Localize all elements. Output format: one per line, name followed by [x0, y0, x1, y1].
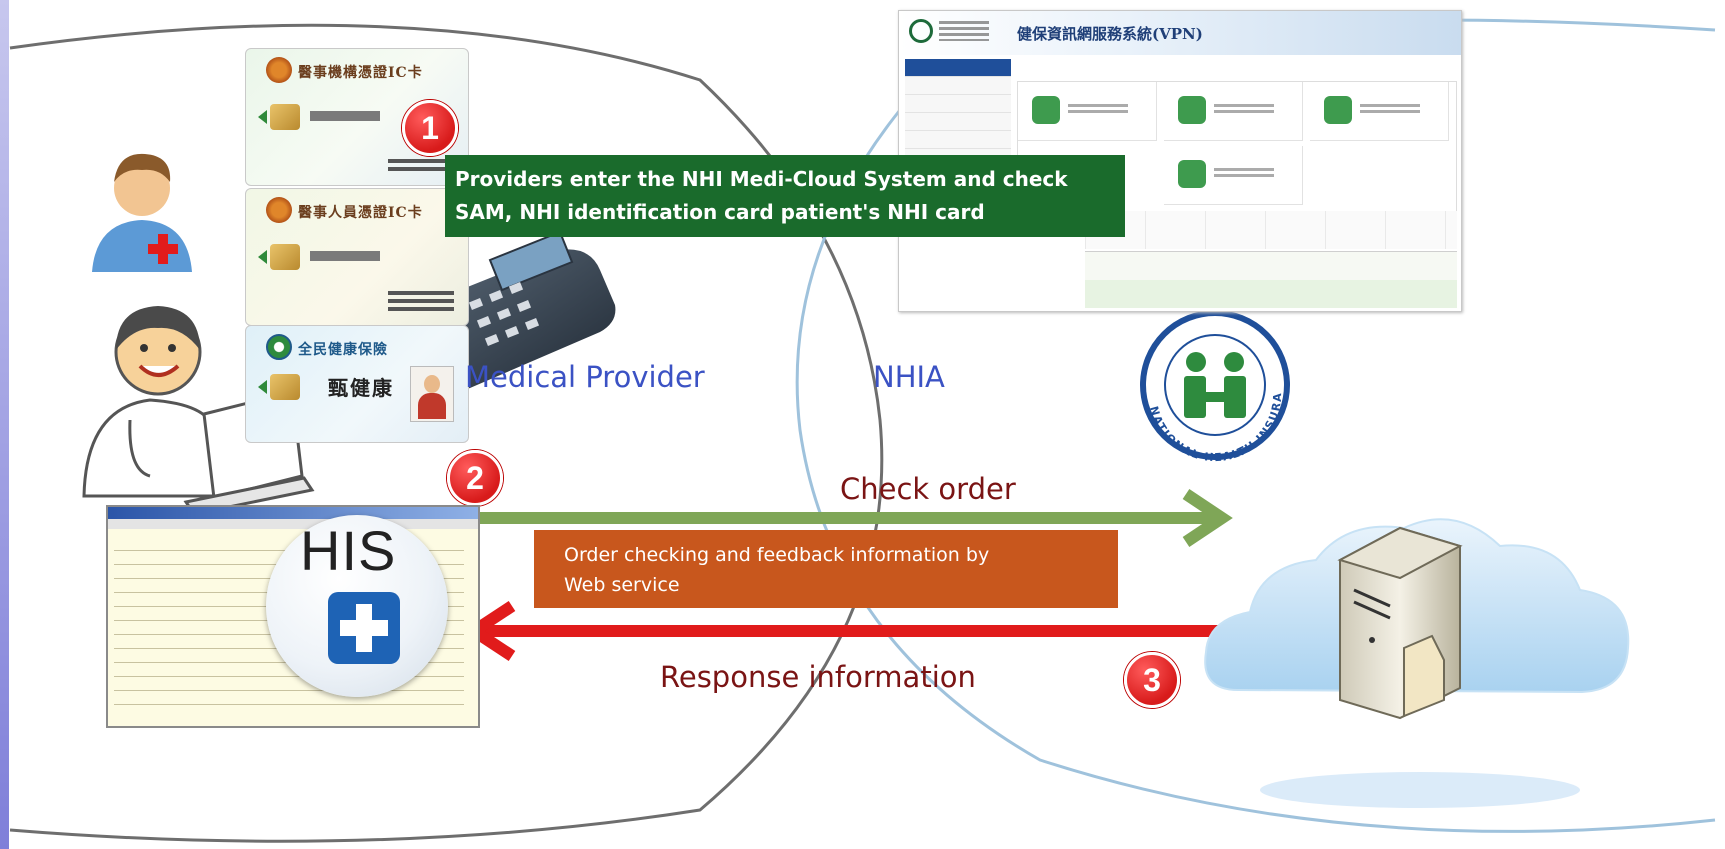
- step-3-badge: 3: [1124, 652, 1180, 708]
- check-order-label: Check order: [840, 472, 1016, 506]
- his-titlebar: [108, 507, 478, 519]
- nhi-system-org-name: [939, 21, 989, 41]
- feedback-text-line-2: Web service: [564, 574, 680, 596]
- card-chip-icon: [258, 244, 300, 270]
- nhia-label: NHIA: [873, 360, 945, 394]
- check-order-arrow: [465, 489, 1233, 547]
- card-seal-icon: [266, 197, 292, 223]
- nhi-card-holder-name: 甄健康: [328, 376, 394, 400]
- nhi-system-logo-icon: [909, 19, 933, 43]
- his-menubar: [108, 519, 478, 529]
- nhi-card-logo-icon: [266, 334, 292, 360]
- card-chip-icon: [258, 374, 300, 400]
- step-1-badge: 1: [402, 100, 458, 156]
- his-label: HIS: [300, 519, 397, 582]
- nhi-system-tile: [1164, 146, 1303, 205]
- nhi-system-table: [1085, 251, 1457, 308]
- nhi-system-tile: [1310, 82, 1449, 141]
- step-1-text-line-2: SAM, NHI identification card patient's N…: [455, 200, 985, 224]
- card-redacted-bar: [310, 251, 380, 261]
- medical-provider-label: Medical Provider: [465, 360, 705, 394]
- feedback-callout: Order checking and feedback information …: [534, 530, 1118, 608]
- card-chip-icon: [258, 104, 300, 130]
- medical-provider-region-outline: [9, 23, 884, 843]
- server-icon: [1337, 526, 1463, 720]
- step-1-callout: Providers enter the NHI Medi-Cloud Syste…: [445, 155, 1125, 237]
- nhi-system-menu-panel: [1017, 81, 1457, 213]
- doctor-avatar-icon: [92, 153, 192, 272]
- personnel-ic-card: 醫事人員憑證IC卡: [245, 188, 469, 326]
- nhi-card-title: 全民健康保險: [298, 342, 388, 358]
- institution-card-title: 醫事機構憑證IC卡: [298, 65, 423, 81]
- nhi-system-sidebar: [905, 59, 1011, 167]
- nhi-system-header: 健保資訊網服務系統(VPN): [899, 11, 1461, 55]
- step-2-badge: 2: [447, 450, 503, 506]
- card-seal-icon: [266, 57, 292, 83]
- nhi-system-form: [1085, 211, 1457, 249]
- card-redacted-bar: [310, 111, 380, 121]
- nhi-system-title: 健保資訊網服務系統(VPN): [1017, 25, 1203, 43]
- slide-left-bar: [0, 0, 9, 849]
- personnel-card-title: 醫事人員憑證IC卡: [298, 205, 423, 221]
- card-barcode: [388, 155, 454, 171]
- nhi-patient-card: 全民健康保險 甄健康: [245, 325, 469, 443]
- nhi-system-tile: [1164, 82, 1303, 141]
- nhi-system-tile: [1018, 82, 1157, 141]
- response-information-label: Response information: [660, 660, 976, 694]
- card-id-lines: [388, 287, 454, 311]
- medical-plus-icon: [328, 592, 400, 664]
- card-photo-icon: [410, 366, 454, 422]
- step-1-text-line-1: Providers enter the NHI Medi-Cloud Syste…: [455, 167, 1068, 191]
- feedback-text-line-1: Order checking and feedback information …: [564, 544, 990, 566]
